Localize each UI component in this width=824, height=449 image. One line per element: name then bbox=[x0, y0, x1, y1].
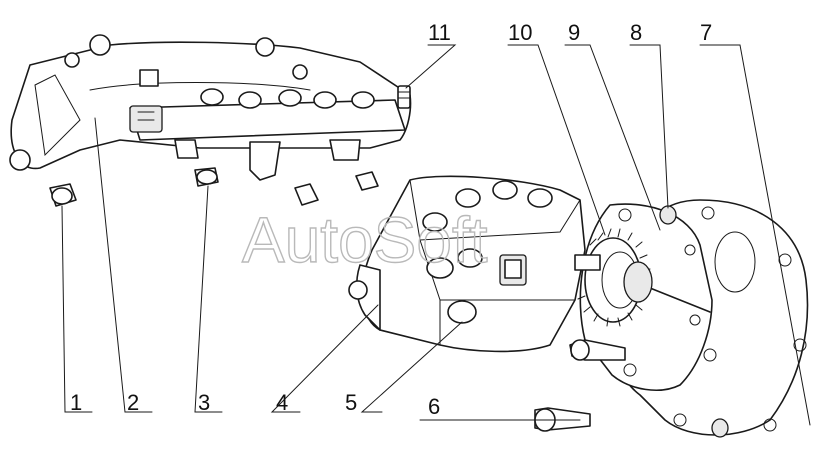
bolt-6b bbox=[569, 339, 626, 361]
watermark-text: AutoSoft bbox=[242, 204, 488, 276]
callout-3: 3 bbox=[198, 390, 210, 415]
callout-11: 11 bbox=[428, 20, 451, 45]
leader-lines bbox=[61, 44, 811, 426]
bolt-1 bbox=[49, 183, 77, 207]
relief-valve bbox=[397, 85, 411, 109]
callout-5: 5 bbox=[345, 390, 357, 415]
fuel-pump-body bbox=[348, 175, 601, 353]
callout-10: 10 bbox=[508, 20, 532, 45]
callout-6: 6 bbox=[428, 394, 440, 419]
callout-4: 4 bbox=[276, 390, 288, 415]
dowel-8 bbox=[711, 418, 729, 438]
fuel-rail-bracket bbox=[9, 34, 412, 181]
bolt-3 bbox=[194, 167, 379, 206]
callout-1: 1 bbox=[70, 390, 82, 415]
callout-9: 9 bbox=[568, 20, 580, 45]
callout-7: 7 bbox=[700, 20, 712, 45]
callout-8: 8 bbox=[630, 20, 642, 45]
callout-2: 2 bbox=[127, 390, 139, 415]
